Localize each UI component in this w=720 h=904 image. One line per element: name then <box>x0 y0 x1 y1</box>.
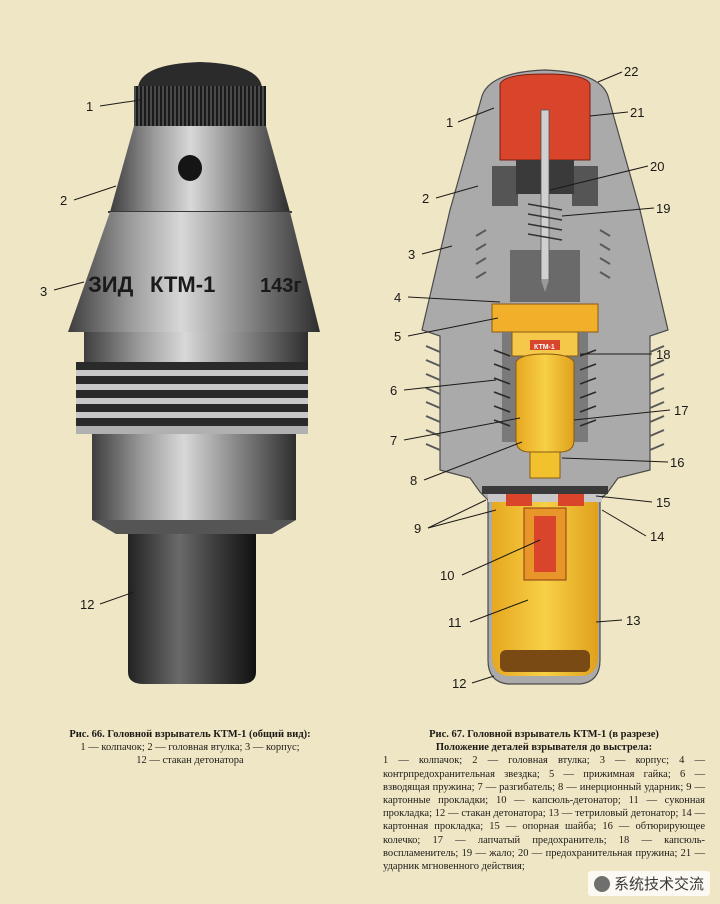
detonator-cup <box>128 534 256 684</box>
body <box>68 212 320 332</box>
callout-r-4: 4 <box>394 290 401 305</box>
wechat-icon <box>593 875 610 892</box>
caption-left-line-2: 12 — стакан детонатора <box>136 755 244 767</box>
callout-r-17: 17 <box>674 403 688 418</box>
caption-right-subtitle: Положение деталей взрывателя до выстрела… <box>435 742 653 754</box>
callout-left-2: 2 <box>60 193 67 208</box>
callout-r-13: 13 <box>626 613 640 628</box>
callout-r-1: 1 <box>446 115 453 130</box>
callout-r-12: 12 <box>452 676 466 691</box>
callout-r-19: 19 <box>656 201 670 216</box>
inner-label: КТМ-1 <box>534 344 555 351</box>
callout-left-12: 12 <box>80 597 94 612</box>
right-callouts-right <box>549 71 671 623</box>
left-callouts: 1 2 3 12 <box>40 99 141 612</box>
callout-r-16: 16 <box>670 455 684 470</box>
bushing-hole <box>178 155 202 181</box>
engraving-model: КТМ-1 <box>150 272 215 297</box>
callout-r-8: 8 <box>410 473 417 488</box>
cap-knurling <box>134 86 266 126</box>
callout-r-10: 10 <box>440 568 454 583</box>
callout-r-15: 15 <box>656 495 670 510</box>
callout-left-3: 3 <box>40 284 47 299</box>
body-threads <box>76 332 308 434</box>
tetryl-detonator <box>492 502 598 676</box>
callout-r-5: 5 <box>394 329 401 344</box>
callout-r-7: 7 <box>390 433 397 448</box>
callout-r-3: 3 <box>408 247 415 262</box>
inertia-striker <box>515 353 575 453</box>
watermark: 系统技术交流 <box>587 871 710 896</box>
callout-r-11: 11 <box>448 615 462 630</box>
caption-right-body: 1 — колпачок; 2 — головная втулка; 3 — к… <box>383 755 705 873</box>
arming-spring <box>493 349 597 427</box>
caption-left: Рис. 66. Головной взрыватель КТМ-1 (общи… <box>40 728 340 768</box>
callout-r-9: 9 <box>414 521 421 536</box>
caption-left-title: Рис. 66. Головной взрыватель КТМ-1 (общи… <box>69 729 311 740</box>
sting <box>540 109 550 281</box>
callout-r-14: 14 <box>650 529 664 544</box>
caption-left-line-1: 1 — колпачок; 2 — головная втулка; 3 — к… <box>80 742 300 754</box>
section-threads <box>425 229 665 451</box>
engraving-year: 143г <box>260 275 302 297</box>
mechanism-housing <box>511 331 579 357</box>
press-nut <box>491 303 599 333</box>
callout-r-18: 18 <box>656 347 670 362</box>
caption-right-title: Рис. 67. Головной взрыватель КТМ-1 (в ра… <box>429 729 659 740</box>
right-callouts-left <box>403 107 541 684</box>
engraving-maker: ЗИД <box>88 272 134 297</box>
fuze-cross-section: КТМ-1 <box>390 64 688 691</box>
callout-r-2: 2 <box>422 191 429 206</box>
callout-r-22: 22 <box>624 64 638 79</box>
support-washer <box>488 494 602 502</box>
fuze-general-view: ЗИД КТМ-1 143г 1 2 3 12 <box>40 62 320 684</box>
callout-r-20: 20 <box>650 159 664 174</box>
callout-r-6: 6 <box>390 383 397 398</box>
callout-left-1: 1 <box>86 99 93 114</box>
watermark-text: 系统技术交流 <box>613 875 704 893</box>
callout-r-21: 21 <box>630 105 644 120</box>
caption-right: Рис. 67. Головной взрыватель КТМ-1 (в ра… <box>383 728 705 873</box>
safety-spring <box>527 203 563 241</box>
